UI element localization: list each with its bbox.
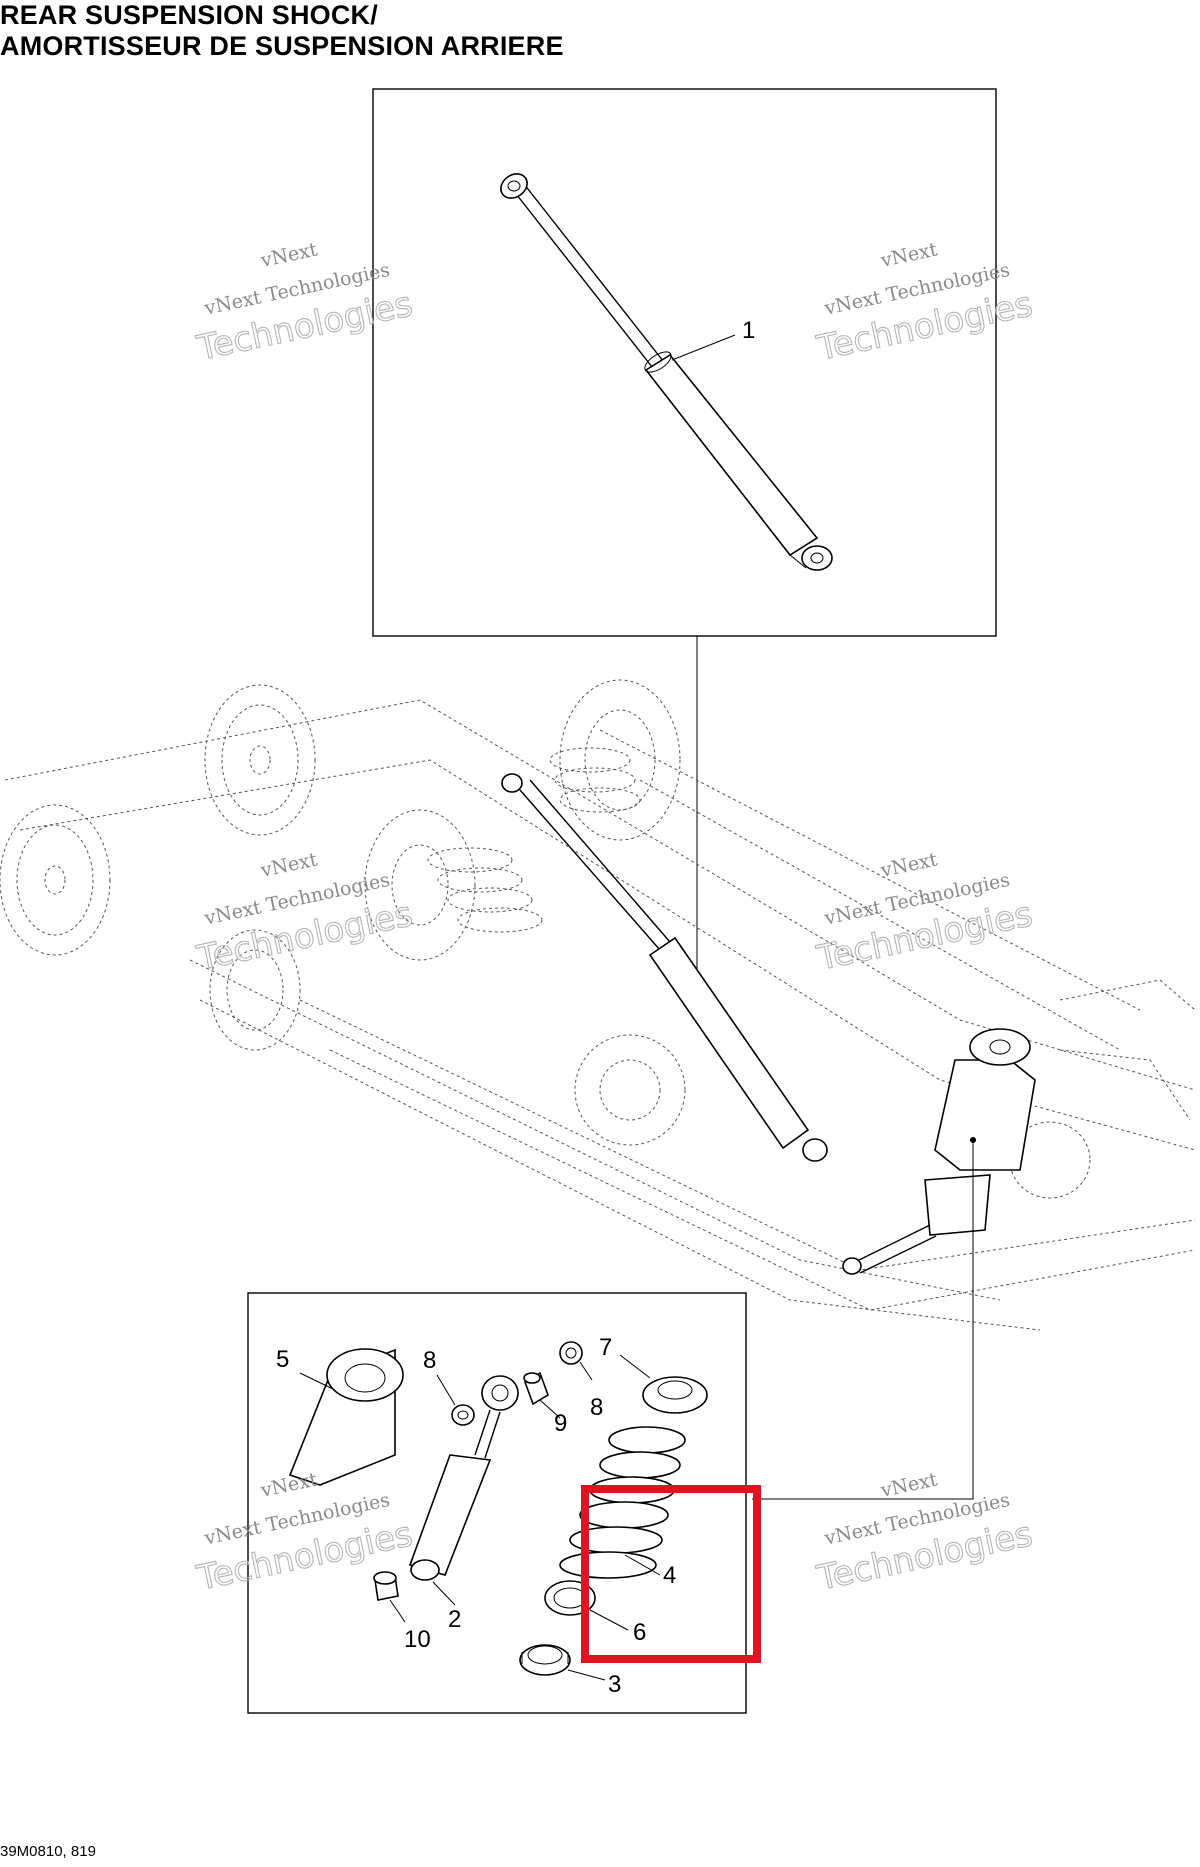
leader-line-1 — [671, 334, 736, 361]
diagram-title: REAR SUSPENSION SHOCK/ AMORTISSEUR DE SU… — [0, 0, 564, 62]
bushing-part-8-left[interactable] — [451, 1404, 475, 1426]
callout-7: 7 — [599, 1334, 612, 1361]
diagram-code: 39M0810, 819 — [0, 1843, 96, 1860]
callout-1: 1 — [742, 317, 755, 344]
callout-10: 10 — [404, 1626, 431, 1653]
watermark-top-left: vNext vNext Technologies Technologies — [193, 238, 417, 369]
svg-text:vNext: vNext — [258, 848, 320, 882]
leader-line-7 — [619, 1354, 651, 1379]
watermark-mid-left: vNext vNext Technologies Technologies — [193, 848, 417, 979]
leader-line-8b — [579, 1361, 593, 1381]
shock-body-part-2[interactable] — [408, 1375, 519, 1581]
bushing-part-10[interactable] — [373, 1571, 399, 1601]
leader-line-9 — [539, 1399, 561, 1419]
coil-spring-part-4[interactable] — [559, 1426, 686, 1579]
rear-suspension-assembly — [0, 679, 1196, 1331]
svg-text:vNext: vNext — [258, 238, 320, 272]
callout-6: 6 — [633, 1619, 646, 1646]
callout-8-left: 8 — [423, 1347, 436, 1374]
callout-2: 2 — [448, 1606, 461, 1633]
leader-line-6 — [589, 1609, 629, 1631]
leader-line-box-bottom — [752, 1140, 974, 1500]
leader-line-4 — [624, 1554, 661, 1576]
detail-box-shock — [372, 88, 997, 637]
leader-line-3 — [567, 1669, 606, 1681]
callout-8-right: 8 — [590, 1394, 603, 1421]
bushing-part-8-right[interactable] — [559, 1341, 583, 1365]
title-english: REAR SUSPENSION SHOCK/ — [0, 0, 378, 30]
pin-part-9[interactable] — [523, 1371, 549, 1406]
leader-line-8a — [436, 1374, 456, 1406]
watermark-mid-right: vNext vNext Technologies Technologies — [813, 848, 1037, 979]
leader-line-5 — [299, 1372, 336, 1391]
title-french: AMORTISSEUR DE SUSPENSION ARRIERE — [0, 31, 564, 61]
svg-text:vNext: vNext — [258, 1468, 320, 1502]
svg-text:vNext: vNext — [878, 848, 940, 882]
leader-line-10 — [389, 1599, 406, 1623]
shock-boot-part-5[interactable] — [288, 1348, 404, 1486]
svg-text:vNext: vNext — [878, 238, 940, 272]
highlight-box[interactable] — [581, 1485, 761, 1663]
detail-box-exploded — [247, 1292, 747, 1714]
watermark-top-right: vNext vNext Technologies Technologies — [813, 238, 1037, 369]
leader-line-2 — [432, 1581, 456, 1606]
callout-4: 4 — [663, 1562, 676, 1589]
watermark-bottom-right: vNext vNext Technologies Technologies — [813, 1468, 1037, 1599]
adjuster-nut-part-3[interactable] — [519, 1644, 571, 1676]
spring-cup-part-7[interactable] — [642, 1376, 708, 1414]
callout-3: 3 — [608, 1671, 621, 1698]
callout-9: 9 — [554, 1410, 567, 1437]
callout-5: 5 — [276, 1346, 289, 1373]
shock-absorber-part-1[interactable] — [496, 169, 833, 571]
svg-text:vNext: vNext — [878, 1468, 940, 1502]
